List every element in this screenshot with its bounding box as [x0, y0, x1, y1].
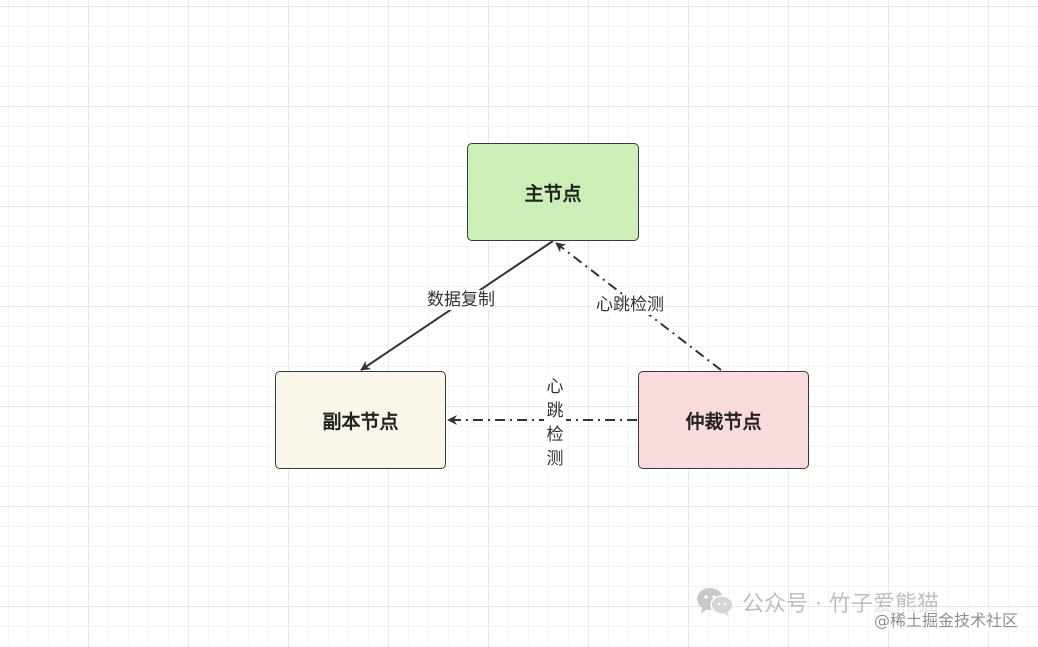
replica-node-label: 副本节点 [322, 410, 399, 433]
replica-node[interactable]: 副本节点 [275, 371, 446, 469]
arbiter-node-label: 仲裁节点 [685, 410, 762, 433]
heartbeat-primary-edge-label: 心跳检测 [596, 295, 664, 315]
arbiter-node[interactable]: 仲裁节点 [638, 371, 809, 469]
wechat-icon [697, 588, 734, 617]
primary-node-label: 主节点 [524, 182, 582, 205]
primary-node[interactable]: 主节点 [467, 143, 639, 241]
site-watermark: @稀土掘金技术社区 [873, 607, 1018, 631]
replication-edge-label: 数据复制 [427, 290, 495, 310]
heartbeat-replica-edge-label: 心跳检测 [544, 375, 566, 471]
